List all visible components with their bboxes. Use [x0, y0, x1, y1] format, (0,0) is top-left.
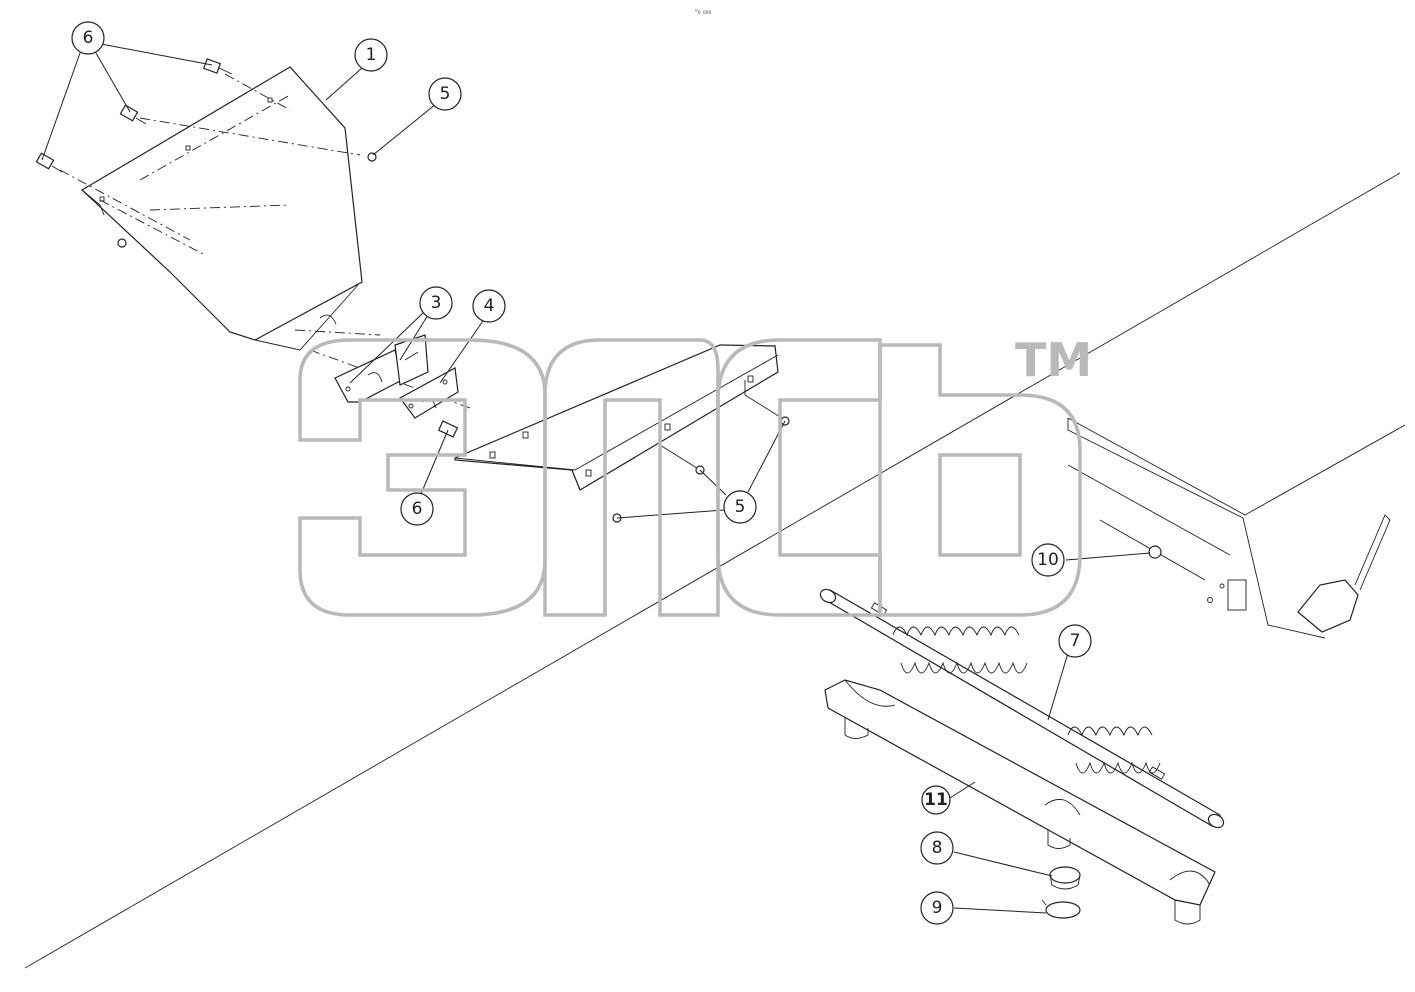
part-3-bracket	[334, 349, 403, 403]
callout-part-11: 11	[921, 785, 951, 815]
callout-part-8: 8	[920, 831, 954, 865]
callout-part-6-lower: 6	[400, 492, 434, 526]
callout-label: 8	[932, 838, 943, 858]
callout-label: 5	[440, 84, 451, 104]
callout-label: 4	[484, 296, 495, 316]
callout-label: 1	[366, 45, 377, 65]
leader-lines	[41, 43, 1151, 914]
callout-label: 3	[431, 293, 442, 313]
bolt-6-lower	[437, 420, 459, 438]
callout-part-9: 9	[920, 891, 954, 925]
part-11-trough	[824, 679, 1216, 925]
cover-channel	[454, 344, 786, 491]
callout-part-4: 4	[472, 289, 506, 323]
callout-part-3: 3	[419, 286, 453, 320]
callout-part-5-upper: 5	[428, 77, 462, 111]
callout-label: 10	[1037, 550, 1059, 570]
section-line	[24, 172, 1401, 969]
nut-5-upper	[367, 152, 377, 162]
callout-label: 11	[924, 790, 948, 810]
auger-flights-end	[1067, 726, 1161, 774]
callout-label: 7	[1070, 631, 1081, 651]
part-8-ring	[1049, 866, 1081, 890]
main-housing	[1067, 417, 1406, 639]
header-mark: ⁰₀ ₀₀₀	[695, 8, 711, 16]
callout-label: 9	[932, 898, 943, 918]
callout-part-5-lower: 5	[723, 490, 757, 524]
callout-part-6-upper: 6	[71, 21, 105, 55]
callout-part-7: 7	[1058, 624, 1092, 658]
callout-part-10: 10	[1031, 543, 1065, 577]
part-3-plate	[394, 334, 429, 386]
part-9-clamp	[1041, 899, 1081, 919]
bolt-6-upper	[202, 58, 233, 75]
auger-flights-main	[892, 626, 1028, 674]
watermark-trademark: TM	[1015, 333, 1092, 387]
bolt-6-middle	[119, 104, 147, 125]
bolt-6-left	[35, 152, 63, 173]
callout-label: 6	[412, 499, 423, 519]
nut-left	[117, 238, 127, 248]
part-7-auger	[819, 588, 1225, 829]
watermark-logo: TM	[298, 333, 1092, 617]
callout-part-1: 1	[354, 38, 388, 72]
callout-label: 6	[83, 28, 94, 48]
callout-label: 5	[735, 497, 746, 517]
